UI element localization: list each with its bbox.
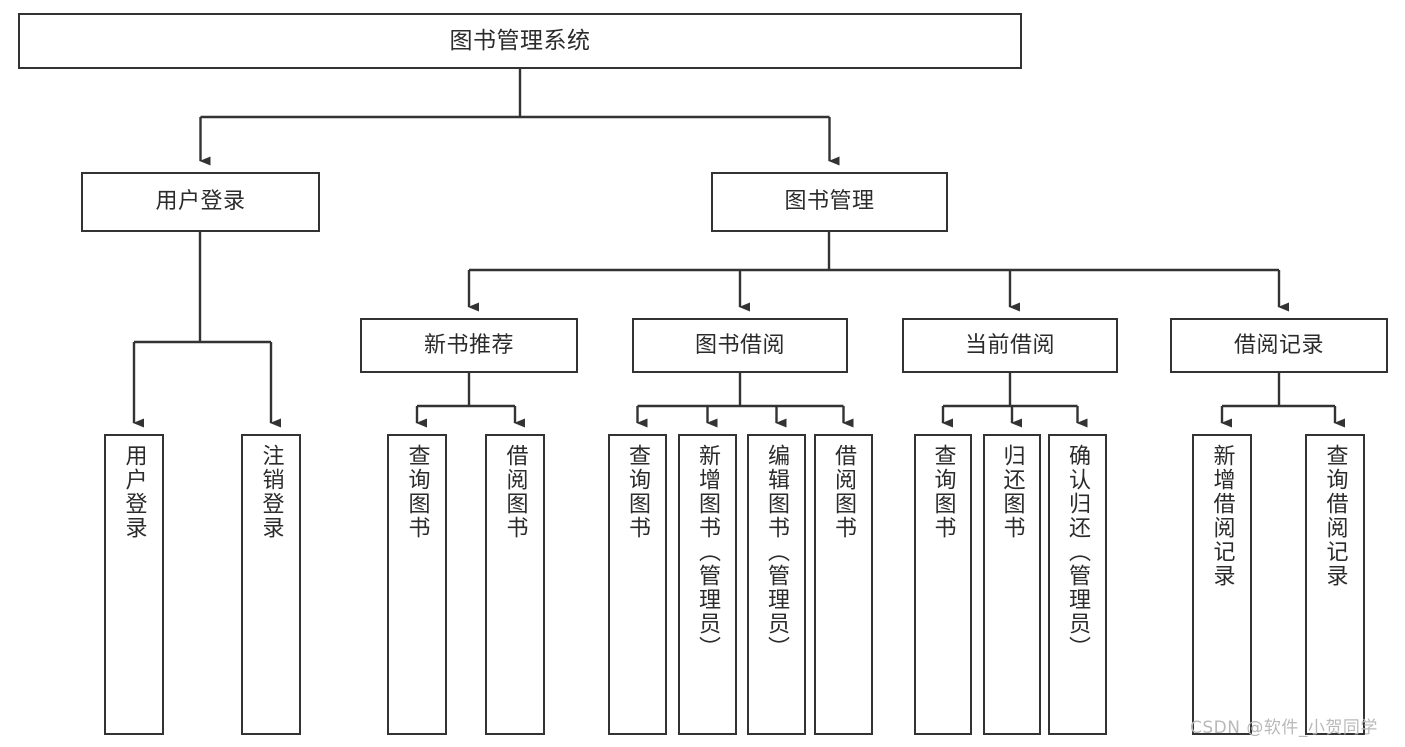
node-leaf-borrow-book-1[interactable]: 借阅图书 <box>485 434 545 735</box>
node-leaf-query-book-1[interactable]: 查询图书 <box>387 434 447 735</box>
node-label: 借阅图书 <box>831 444 857 540</box>
node-root[interactable]: 图书管理系统 <box>18 13 1022 69</box>
node-label: 图书借阅 <box>694 332 785 358</box>
node-label: 图书管理系统 <box>449 27 591 54</box>
node-label: 当前借阅 <box>964 332 1055 358</box>
node-leaf-query-book-2[interactable]: 查询图书 <box>608 434 667 735</box>
node-label: 确认归还（管理员） <box>1065 444 1091 660</box>
node-label: 查询图书 <box>625 444 651 540</box>
node-leaf-borrow-book-2[interactable]: 借阅图书 <box>814 434 873 735</box>
node-leaf-query-record[interactable]: 查询借阅记录 <box>1305 434 1365 735</box>
node-leaf-return-book[interactable]: 归还图书 <box>983 434 1041 735</box>
node-label: 借阅记录 <box>1233 332 1324 358</box>
node-borrow-record[interactable]: 借阅记录 <box>1170 318 1388 373</box>
node-leaf-logout[interactable]: 注销登录 <box>241 434 301 735</box>
node-label: 借阅图书 <box>502 444 528 540</box>
node-leaf-user-login[interactable]: 用户登录 <box>104 434 164 735</box>
node-label: 新增图书（管理员） <box>695 444 721 660</box>
csdn-watermark: CSDN @软件_小贺同学 <box>1190 718 1378 738</box>
node-book-borrow[interactable]: 图书借阅 <box>632 318 848 373</box>
node-leaf-add-record[interactable]: 新增借阅记录 <box>1192 434 1252 735</box>
node-leaf-confirm-return[interactable]: 确认归还（管理员） <box>1048 434 1107 735</box>
node-label: 编辑图书（管理员） <box>764 444 790 660</box>
node-leaf-edit-book[interactable]: 编辑图书（管理员） <box>747 434 806 735</box>
node-label: 图书管理 <box>784 189 875 215</box>
node-label: 用户登录 <box>155 189 246 215</box>
node-label: 注销登录 <box>258 444 284 540</box>
node-leaf-add-book[interactable]: 新增图书（管理员） <box>678 434 737 735</box>
node-label: 归还图书 <box>999 444 1025 540</box>
node-label: 查询图书 <box>930 444 956 540</box>
node-new-book-rec[interactable]: 新书推荐 <box>360 318 578 373</box>
node-label: 查询借阅记录 <box>1322 444 1348 588</box>
node-user-login[interactable]: 用户登录 <box>81 172 320 232</box>
node-label: 查询图书 <box>404 444 430 540</box>
node-leaf-query-book-3[interactable]: 查询图书 <box>914 434 972 735</box>
node-label: 新增借阅记录 <box>1209 444 1235 588</box>
node-label: 新书推荐 <box>423 332 514 358</box>
node-current-borrow[interactable]: 当前借阅 <box>902 318 1118 373</box>
node-book-manage[interactable]: 图书管理 <box>711 172 948 232</box>
node-label: 用户登录 <box>121 444 147 540</box>
